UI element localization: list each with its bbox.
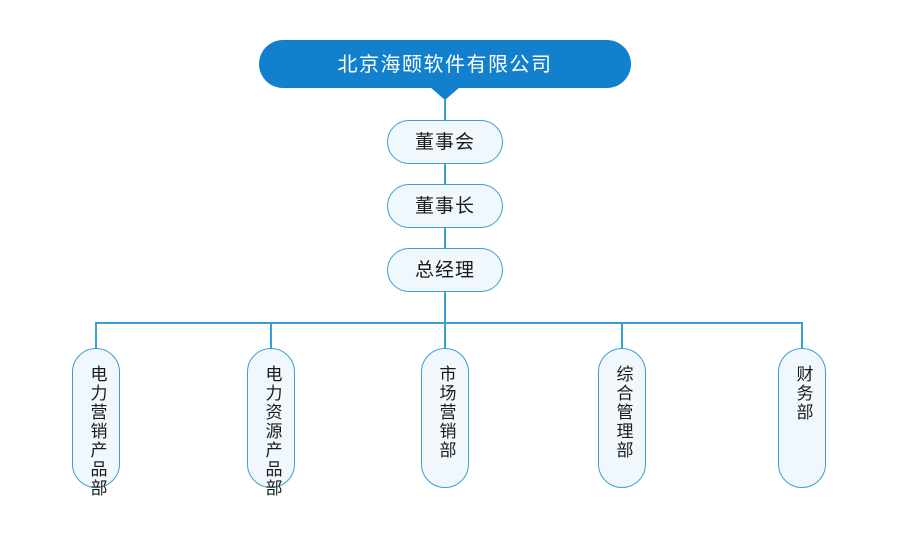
org-node-company[interactable]: 北京海颐软件有限公司 xyxy=(259,40,631,88)
connector-board-to-chairman xyxy=(444,163,446,185)
connector-bus-to-dept-4 xyxy=(621,322,623,350)
connector-company-to-board xyxy=(444,99,446,121)
connector-bus-to-dept-1 xyxy=(95,322,97,350)
org-node-department-4[interactable]: 综合管理部 xyxy=(598,348,646,488)
org-node-department-5[interactable]: 财务部 xyxy=(778,348,826,488)
board-label: 董事会 xyxy=(414,130,475,153)
connector-bus-to-dept-5 xyxy=(801,322,803,350)
connector-manager-to-bus xyxy=(444,291,446,323)
connector-chairman-to-manager xyxy=(444,227,446,249)
org-node-board[interactable]: 董事会 xyxy=(387,120,503,164)
org-node-department-3[interactable]: 市场营销部 xyxy=(421,348,469,488)
root-connector-arrow-icon xyxy=(430,87,460,100)
org-node-department-2[interactable]: 电力资源产品部 xyxy=(247,348,295,498)
org-node-chairman[interactable]: 董事长 xyxy=(387,184,503,228)
connector-bus-to-dept-2 xyxy=(270,322,272,350)
chairman-label: 董事长 xyxy=(414,194,475,217)
department-4-label: 综合管理部 xyxy=(612,365,633,460)
org-node-department-1[interactable]: 电力营销产品部 xyxy=(72,348,120,498)
department-5-label: 财务部 xyxy=(792,365,813,422)
org-node-general-manager[interactable]: 总经理 xyxy=(387,248,503,292)
department-3-label: 市场营销部 xyxy=(435,365,456,460)
general-manager-label: 总经理 xyxy=(414,258,475,281)
department-1-label: 电力营销产品部 xyxy=(86,365,107,498)
connector-bus-to-dept-3 xyxy=(444,322,446,350)
department-2-label: 电力资源产品部 xyxy=(261,365,282,498)
connector-department-bus xyxy=(95,322,803,324)
company-name-label: 北京海颐软件有限公司 xyxy=(337,52,553,76)
